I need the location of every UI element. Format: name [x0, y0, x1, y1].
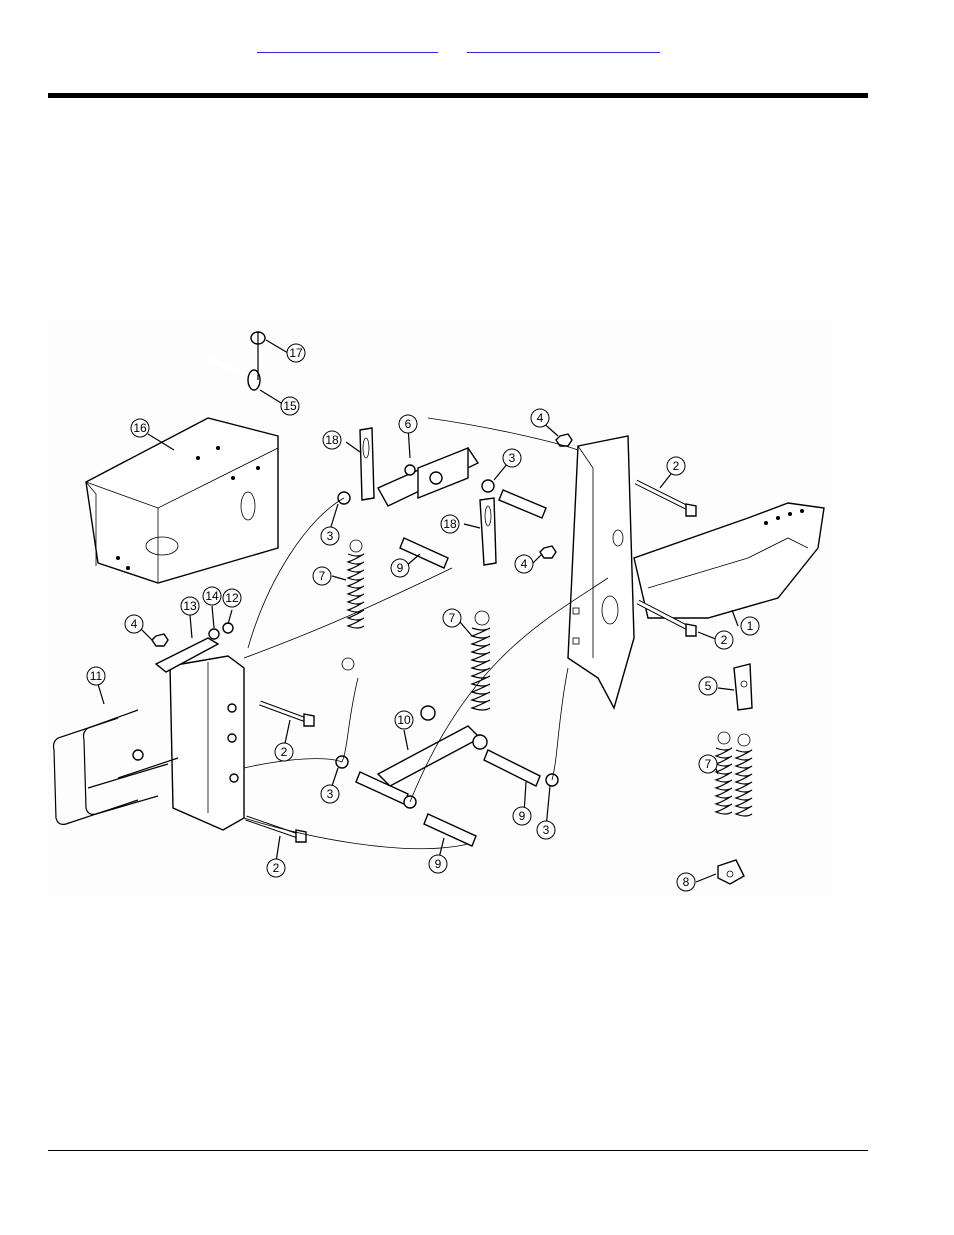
svg-text:18: 18: [443, 517, 457, 531]
part-11-u-bolts: [52, 709, 179, 825]
part-5-latch: [733, 663, 753, 711]
part-15-pin: [206, 355, 261, 391]
callout-10: 10: [394, 710, 414, 730]
part-2-bolt-left-upper: [259, 700, 315, 727]
callout-3: 3: [320, 784, 340, 804]
svg-text:3: 3: [509, 451, 516, 465]
part-2-bolt-right-upper: [634, 479, 697, 517]
callout-3: 3: [320, 526, 340, 546]
svg-text:9: 9: [519, 809, 526, 823]
part-17-clip: [250, 331, 266, 380]
callout-3: 3: [502, 448, 522, 468]
part-14-washer: [208, 628, 220, 640]
part-1-main-frame: [567, 435, 825, 710]
callout-9: 9: [390, 558, 410, 578]
svg-text:4: 4: [521, 557, 528, 571]
part-7-spring-middle: [470, 610, 491, 711]
svg-text:2: 2: [281, 745, 288, 759]
part-9-pin-top-right: [498, 489, 547, 519]
callout-7: 7: [312, 566, 332, 586]
svg-text:2: 2: [673, 459, 680, 473]
part-9-pin-lower-left: [355, 771, 477, 847]
svg-text:7: 7: [449, 611, 456, 625]
svg-text:12: 12: [225, 591, 239, 605]
callout-7: 7: [698, 754, 718, 774]
svg-text:8: 8: [683, 875, 690, 889]
svg-text:3: 3: [327, 529, 334, 543]
svg-text:13: 13: [183, 599, 197, 613]
svg-text:4: 4: [537, 411, 544, 425]
part-8-spring-anchor: [717, 859, 745, 885]
part-18-link-right: [479, 497, 497, 566]
svg-text:18: 18: [325, 433, 339, 447]
callout-11: 11: [86, 666, 106, 686]
header-link-2[interactable]: [467, 38, 660, 53]
callout-12: 12: [222, 588, 242, 608]
svg-text:17: 17: [289, 346, 303, 360]
footer-rule: [48, 1150, 868, 1151]
callout-2: 2: [666, 456, 686, 476]
part-18-link-left: [359, 427, 375, 501]
callout-14: 14: [202, 586, 222, 606]
header-link-1[interactable]: [257, 38, 438, 53]
svg-text:9: 9: [397, 561, 404, 575]
callout-9: 9: [512, 806, 532, 826]
svg-text:3: 3: [327, 787, 334, 801]
svg-text:9: 9: [435, 857, 442, 871]
part-2-bolt-right-lower: [636, 599, 697, 637]
svg-text:16: 16: [133, 421, 147, 435]
callout-18: 18: [322, 430, 342, 450]
part-13-front-plate: [154, 637, 245, 831]
svg-text:1: 1: [747, 619, 754, 633]
part-9-pin-upper: [399, 537, 449, 569]
callout-2: 2: [714, 630, 734, 650]
svg-text:7: 7: [705, 757, 712, 771]
svg-text:2: 2: [273, 861, 280, 875]
svg-text:11: 11: [90, 669, 103, 683]
callout-6: 6: [398, 414, 418, 434]
callout-4: 4: [530, 408, 550, 428]
part-6-shaft-assembly: [377, 446, 480, 507]
part-4-nuts: [151, 433, 573, 647]
callout-18: 18: [440, 514, 460, 534]
part-7-spring-pair-right: [714, 731, 753, 817]
assembly-leader-lines: [243, 417, 609, 850]
callout-7: 7: [442, 608, 462, 628]
part-7-spring-upper: [341, 539, 365, 671]
callout-13: 13: [180, 596, 200, 616]
callout-5: 5: [698, 676, 718, 696]
callout-2: 2: [274, 742, 294, 762]
svg-text:4: 4: [131, 617, 138, 631]
callout-17: 17: [286, 343, 306, 363]
callout-3: 3: [536, 820, 556, 840]
svg-text:14: 14: [205, 589, 219, 603]
svg-text:6: 6: [405, 417, 412, 431]
callout-4: 4: [514, 554, 534, 574]
svg-text:15: 15: [283, 399, 297, 413]
svg-text:10: 10: [397, 713, 411, 727]
part-9-pin-lower-middle: [483, 749, 541, 787]
part-10-lower-shaft: [376, 705, 488, 787]
exploded-parts-diagram: 1 2 2 2 2 3 3 3 3 4 4 4 5 6 7 7 7 8 9 9 …: [48, 318, 832, 898]
svg-text:3: 3: [543, 823, 550, 837]
svg-text:2: 2: [721, 633, 728, 647]
callout-9: 9: [428, 854, 448, 874]
part-12-nut: [222, 622, 234, 634]
part-16-mounting-bracket: [85, 417, 279, 584]
callout-4: 4: [124, 614, 144, 634]
svg-text:7: 7: [319, 569, 326, 583]
callout-2: 2: [266, 858, 286, 878]
header-rule: [48, 93, 868, 98]
callout-8: 8: [676, 872, 696, 892]
callout-16: 16: [130, 418, 150, 438]
callout-1: 1: [740, 616, 760, 636]
svg-text:5: 5: [705, 679, 712, 693]
callout-15: 15: [280, 396, 300, 416]
